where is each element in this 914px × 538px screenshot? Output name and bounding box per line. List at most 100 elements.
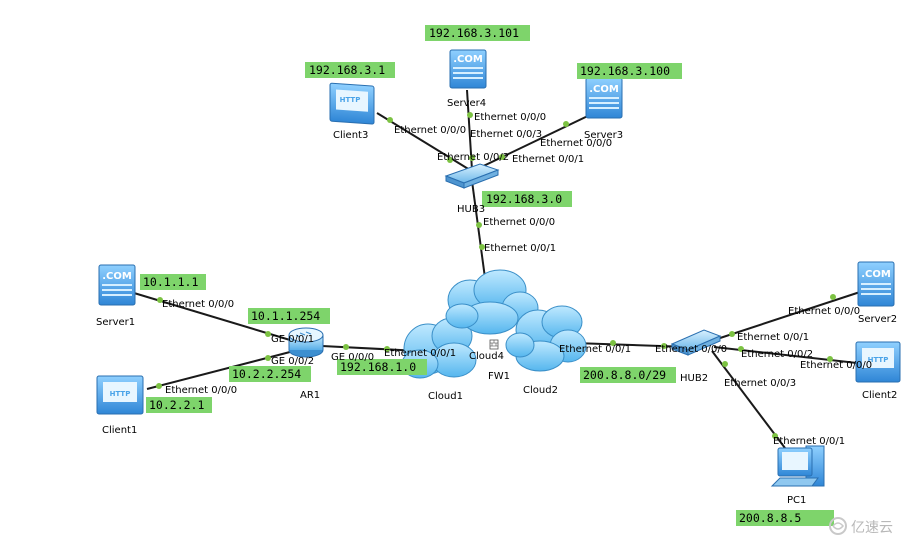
client2-icon[interactable]: HTTP bbox=[855, 341, 901, 383]
port-dot bbox=[447, 157, 453, 163]
port-label: Ethernet 0/0/1 bbox=[737, 332, 809, 343]
ip-server1: 10.1.1.1 bbox=[143, 275, 198, 289]
label-server2: Server2 bbox=[858, 314, 897, 325]
label-pc1: PC1 bbox=[787, 495, 806, 506]
ip-hub2-network: 200.8.8.0/29 bbox=[583, 368, 666, 382]
port-dot bbox=[661, 343, 667, 349]
port-dot bbox=[722, 361, 728, 367]
server3-icon[interactable]: .COM bbox=[585, 77, 623, 119]
link-server3-hub3 bbox=[474, 112, 595, 171]
port-label: Ethernet 0/0/0 bbox=[483, 217, 555, 228]
server-com-text: .COM bbox=[102, 271, 132, 282]
client-http-text: HTTP bbox=[340, 96, 361, 104]
port-dot bbox=[729, 331, 735, 337]
port-dot bbox=[156, 383, 162, 389]
label-cloud1: Cloud1 bbox=[428, 391, 463, 402]
port-dot bbox=[265, 331, 271, 337]
port-dot bbox=[610, 340, 616, 346]
port-label: GE 0/0/0 bbox=[331, 352, 374, 363]
port-label: Ethernet 0/0/0 bbox=[540, 138, 612, 149]
label-client3: Client3 bbox=[333, 130, 368, 141]
port-label: Ethernet 0/0/1 bbox=[484, 243, 556, 254]
watermark-text: 亿速云 bbox=[851, 520, 893, 536]
port-label: Ethernet 0/0/0 bbox=[394, 125, 466, 136]
ip-client3: 192.168.3.1 bbox=[309, 63, 385, 77]
label-cloud2: Cloud2 bbox=[523, 385, 558, 396]
port-dot bbox=[467, 112, 473, 118]
cloud2-icon[interactable] bbox=[505, 305, 587, 372]
ip-ar1-ge02: 10.2.2.254 bbox=[232, 367, 301, 381]
label-hub3: HUB3 bbox=[457, 204, 485, 215]
server2-icon[interactable]: .COM bbox=[857, 261, 895, 307]
link-hub2-server2 bbox=[713, 291, 861, 341]
port-label: Ethernet 0/0/1 bbox=[512, 154, 584, 165]
label-cloud4: Cloud4 bbox=[469, 351, 504, 362]
ip-client1: 10.2.2.1 bbox=[149, 398, 204, 412]
port-dot bbox=[827, 356, 833, 362]
port-label: GE 0/0/1 bbox=[271, 334, 314, 345]
server-com-text: .COM bbox=[589, 84, 619, 95]
client3-icon[interactable]: HTTP bbox=[329, 82, 375, 125]
port-dot bbox=[469, 155, 475, 161]
port-label: Ethernet 0/0/2 bbox=[437, 152, 509, 163]
ip-ar1-ge01: 10.1.1.254 bbox=[251, 309, 320, 323]
ip-ar1-ge00: 192.168.1.0 bbox=[340, 360, 416, 374]
device-labels: Server4 Client3 Server3 HUB3 Server1 Cli… bbox=[96, 98, 897, 506]
link-client3-hub3 bbox=[376, 112, 471, 171]
cloud4-icon[interactable] bbox=[445, 269, 539, 335]
label-client1: Client1 bbox=[102, 425, 137, 436]
ip-server3: 192.168.3.100 bbox=[580, 64, 670, 78]
client-http-text: HTTP bbox=[868, 356, 889, 364]
port-dot bbox=[499, 154, 505, 160]
client-http-text: HTTP bbox=[110, 390, 131, 398]
port-dots bbox=[156, 112, 836, 439]
ip-labels: 192.168.3.101 192.168.3.1 192.168.3.100 … bbox=[140, 25, 834, 526]
server-com-text: .COM bbox=[861, 269, 891, 280]
port-label: GE 0/0/2 bbox=[271, 356, 314, 367]
hub3-icon[interactable] bbox=[444, 163, 500, 189]
pc1-icon[interactable] bbox=[770, 445, 825, 487]
server1-icon[interactable]: .COM bbox=[98, 264, 136, 306]
port-label: Ethernet 0/0/0 bbox=[788, 306, 860, 317]
port-label: Ethernet 0/0/0 bbox=[655, 344, 727, 355]
server-com-text: .COM bbox=[453, 54, 483, 65]
port-dot bbox=[476, 222, 482, 228]
port-dot bbox=[738, 346, 744, 352]
port-label: Ethernet 0/0/3 bbox=[724, 378, 796, 389]
port-dot bbox=[479, 244, 485, 250]
watermark: 亿速云 bbox=[829, 517, 893, 536]
port-label: Ethernet 0/0/0 bbox=[800, 360, 872, 371]
port-dot bbox=[387, 117, 393, 123]
label-hub2: HUB2 bbox=[680, 373, 708, 384]
port-label: Ethernet 0/0/1 bbox=[384, 348, 456, 359]
port-label: Ethernet 0/0/1 bbox=[773, 436, 845, 447]
label-server4: Server4 bbox=[447, 98, 486, 109]
port-dot bbox=[265, 355, 271, 361]
link-cloud2-hub2 bbox=[573, 342, 691, 348]
port-labels: Ethernet 0/0/0 Ethernet 0/0/0 Ethernet 0… bbox=[162, 112, 872, 447]
ip-hub3-network: 192.168.3.0 bbox=[486, 192, 562, 206]
label-ar1: AR1 bbox=[300, 390, 320, 401]
port-label: Ethernet 0/0/2 bbox=[741, 349, 813, 360]
ip-server4: 192.168.3.101 bbox=[429, 26, 519, 40]
port-dot bbox=[384, 346, 390, 352]
label-client2: Client2 bbox=[862, 390, 897, 401]
firewall-icon[interactable] bbox=[489, 339, 499, 350]
label-server3: Server3 bbox=[584, 130, 623, 141]
label-server1: Server1 bbox=[96, 317, 135, 328]
port-dot bbox=[343, 344, 349, 350]
router-ar1-icon[interactable] bbox=[288, 327, 324, 358]
server4-icon[interactable]: .COM bbox=[449, 49, 487, 89]
port-dot bbox=[772, 433, 778, 439]
hub2-icon[interactable] bbox=[670, 329, 722, 356]
port-label: Ethernet 0/0/0 bbox=[162, 299, 234, 310]
port-dot bbox=[830, 294, 836, 300]
client1-icon[interactable]: HTTP bbox=[96, 375, 144, 415]
port-dot bbox=[157, 297, 163, 303]
port-label: Ethernet 0/0/0 bbox=[474, 112, 546, 123]
port-label: Ethernet 0/0/0 bbox=[165, 385, 237, 396]
port-dot bbox=[563, 121, 569, 127]
cloud1-icon[interactable] bbox=[401, 317, 477, 379]
link-hub3-cloud4 bbox=[471, 180, 486, 279]
